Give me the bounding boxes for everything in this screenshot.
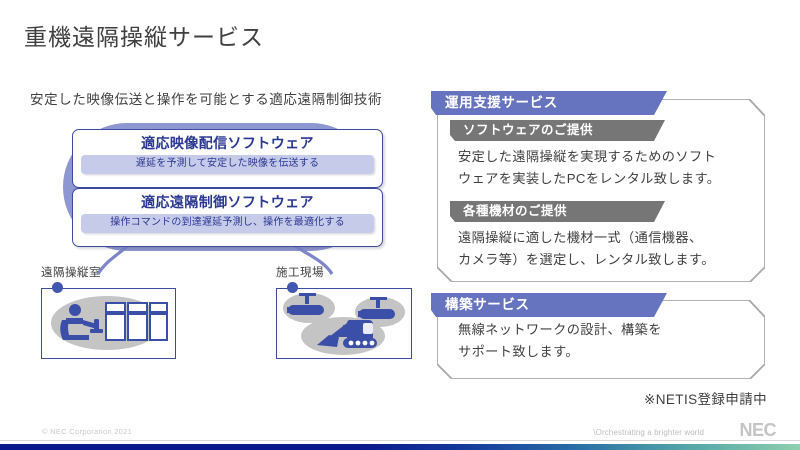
software-card-title: 適応遠隔制御ソフトウェア [141, 194, 314, 210]
illustration-box-control-room [41, 288, 176, 359]
panel-banner-operations: 運用支援サービス [431, 91, 667, 115]
illustration-label-site: 施工現場 [276, 267, 324, 279]
illustration-box-site [276, 288, 412, 359]
connector-node-right [287, 282, 298, 293]
section-body-software: 安定した遠隔操縦を実現するためのソフト ウェアを実装したPCをレンタル致します。 [458, 149, 721, 186]
left-subtitle: 安定した映像伝送と操作を可能とする適応遠隔制御技術 [30, 92, 383, 107]
software-card-subtitle: 遅延を予測して安定した映像を伝送する [81, 155, 374, 174]
footer-divider [0, 440, 800, 441]
operations-panel-outline [437, 99, 765, 282]
build-panel-outline [437, 300, 765, 379]
software-card-video: 適応映像配信ソフトウェア 遅延を予測して安定した映像を伝送する [72, 129, 383, 188]
footer-copyright: © NEC Corporation 2021 [42, 427, 133, 436]
software-card-title: 適応映像配信ソフトウェア [141, 135, 314, 151]
section-heading-software: ソフトウェアのご提供 [450, 120, 665, 141]
illustration-label-control-room: 遠隔操縦室 [41, 267, 101, 279]
section-body-build: 無線ネットワークの設計、構築を サポート致します。 [458, 322, 662, 359]
panel-banner-build: 構築サービス [431, 293, 667, 317]
netis-note: ※NETIS登録申請中 [644, 392, 767, 407]
section-heading-equipment: 各種機材のご提供 [450, 201, 665, 222]
footer-gradient-bar [0, 444, 800, 450]
page-title: 重機遠隔操縦サービス [24, 24, 264, 50]
section-body-equipment: 遠隔操縦に適した機材一式（通信機器、 カメラ等）を選定し、レンタル致します。 [458, 230, 715, 267]
nec-logo: NEC [739, 420, 776, 440]
footer-tagline: \Orchestrating a brighter world [593, 428, 704, 437]
operator-console-icon [51, 296, 168, 350]
software-card-subtitle: 操作コマンドの到達遅延予測し、操作を最適化する [81, 214, 374, 233]
excavator-camera-icon [283, 293, 405, 355]
software-card-control: 適応遠隔制御ソフトウェア 操作コマンドの到達遅延予測し、操作を最適化する [72, 188, 383, 247]
connector-node-left [52, 282, 63, 293]
